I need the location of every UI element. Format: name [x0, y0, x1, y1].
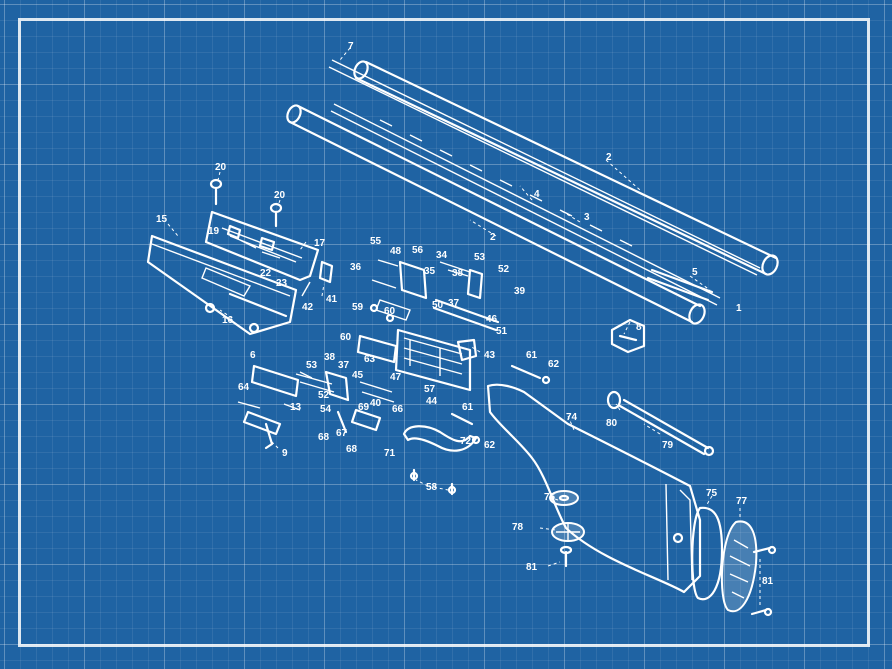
part-label: 71 [384, 448, 396, 459]
forend-iron [204, 210, 320, 282]
part-label: 62 [548, 359, 560, 370]
buttplate [720, 520, 758, 613]
barrel-rib [328, 59, 761, 306]
part-label: 74 [566, 412, 578, 423]
part-label: 42 [302, 302, 314, 313]
part-label: 47 [390, 372, 402, 383]
part-label: 59 [352, 302, 364, 313]
part-label: 69 [358, 402, 370, 413]
part-label: 62 [484, 440, 496, 451]
part-label: 16 [222, 315, 234, 326]
part-label: 58 [426, 482, 438, 493]
part-label: 22 [260, 268, 272, 279]
part-label: 37 [448, 298, 460, 309]
receiver-top-parts [369, 259, 500, 332]
part-label: 45 [352, 370, 364, 381]
stock-bolt-washer [606, 390, 622, 410]
part-label: 34 [436, 250, 448, 261]
part-label: 68 [346, 444, 358, 455]
part-label: 3 [584, 212, 590, 223]
part-number-labels: 7 2 2 3 4 5 1 8 20 20 15 19 17 22 23 41 … [156, 41, 774, 587]
leader-lines [167, 47, 761, 608]
part-label: 7 [348, 41, 354, 52]
part-label: 63 [364, 354, 376, 365]
part-label: 67 [336, 428, 348, 439]
part-label: 36 [350, 262, 362, 273]
part-label: 53 [306, 360, 318, 371]
part-label: 17 [314, 238, 326, 249]
part-label: 1 [736, 303, 742, 314]
receiver-body [356, 328, 478, 392]
part-label: 77 [736, 496, 748, 507]
part-label: 64 [238, 382, 250, 393]
part-label: 66 [392, 404, 404, 415]
part-label: 5 [692, 267, 698, 278]
buttplate-screws [750, 545, 777, 617]
part-label: 2 [606, 152, 612, 163]
forend-latch [301, 260, 334, 297]
part-label: 2 [490, 232, 496, 243]
part-label: 54 [320, 404, 332, 415]
part-label: 44 [426, 396, 438, 407]
buttstock [486, 383, 702, 594]
grip-cap [549, 490, 585, 568]
part-label: 15 [156, 214, 168, 225]
part-label: 20 [274, 190, 286, 201]
screw-20 [209, 178, 283, 228]
part-label: 56 [412, 245, 424, 256]
pins-61-62 [450, 364, 551, 445]
part-label: 81 [526, 562, 538, 573]
part-label: 57 [424, 384, 436, 395]
part-label: 60 [340, 332, 352, 343]
part-label: 20 [215, 162, 227, 173]
part-label: 52 [498, 264, 510, 275]
part-label: 75 [706, 488, 718, 499]
forend [146, 234, 298, 336]
part-label: 13 [290, 402, 302, 413]
part-label: 46 [486, 314, 498, 325]
part-label: 51 [496, 326, 508, 337]
part-label: 8 [636, 322, 642, 333]
part-label: 39 [514, 286, 526, 297]
part-label: 68 [318, 432, 330, 443]
part-label: 19 [208, 226, 220, 237]
part-label: 38 [324, 352, 336, 363]
part-label: 80 [606, 418, 618, 429]
lock-parts [237, 364, 395, 450]
part-label: 53 [474, 252, 486, 263]
part-label: 40 [370, 398, 382, 409]
part-label: 60 [384, 306, 396, 317]
part-label: 9 [282, 448, 288, 459]
upper-barrel [353, 60, 779, 276]
part-label: 41 [326, 294, 338, 305]
part-label: 55 [370, 236, 382, 247]
stock-bolt [618, 398, 715, 457]
buttplate-spacer [691, 506, 724, 601]
part-label: 37 [338, 360, 350, 371]
part-label: 35 [424, 266, 436, 277]
barrel-lug [610, 318, 646, 354]
blueprint-frame [18, 18, 870, 647]
part-label: 61 [526, 350, 538, 361]
screw-16 [204, 302, 260, 334]
part-label: 72 [460, 436, 472, 447]
part-label: 79 [662, 440, 674, 451]
lower-barrel [286, 104, 706, 325]
screws-58 [409, 468, 457, 496]
part-label: 61 [462, 402, 474, 413]
part-label: 48 [390, 246, 402, 257]
part-label: 81 [762, 576, 774, 587]
part-label: 50 [432, 300, 444, 311]
part-label: 76 [544, 492, 556, 503]
extractor-rod [646, 268, 714, 302]
part-label: 23 [276, 278, 288, 289]
part-label: 52 [318, 390, 330, 401]
part-label: 38 [452, 268, 464, 279]
part-label: 43 [484, 350, 496, 361]
part-label: 6 [250, 350, 256, 361]
part-label: 78 [512, 522, 524, 533]
part-label: 4 [534, 189, 540, 200]
